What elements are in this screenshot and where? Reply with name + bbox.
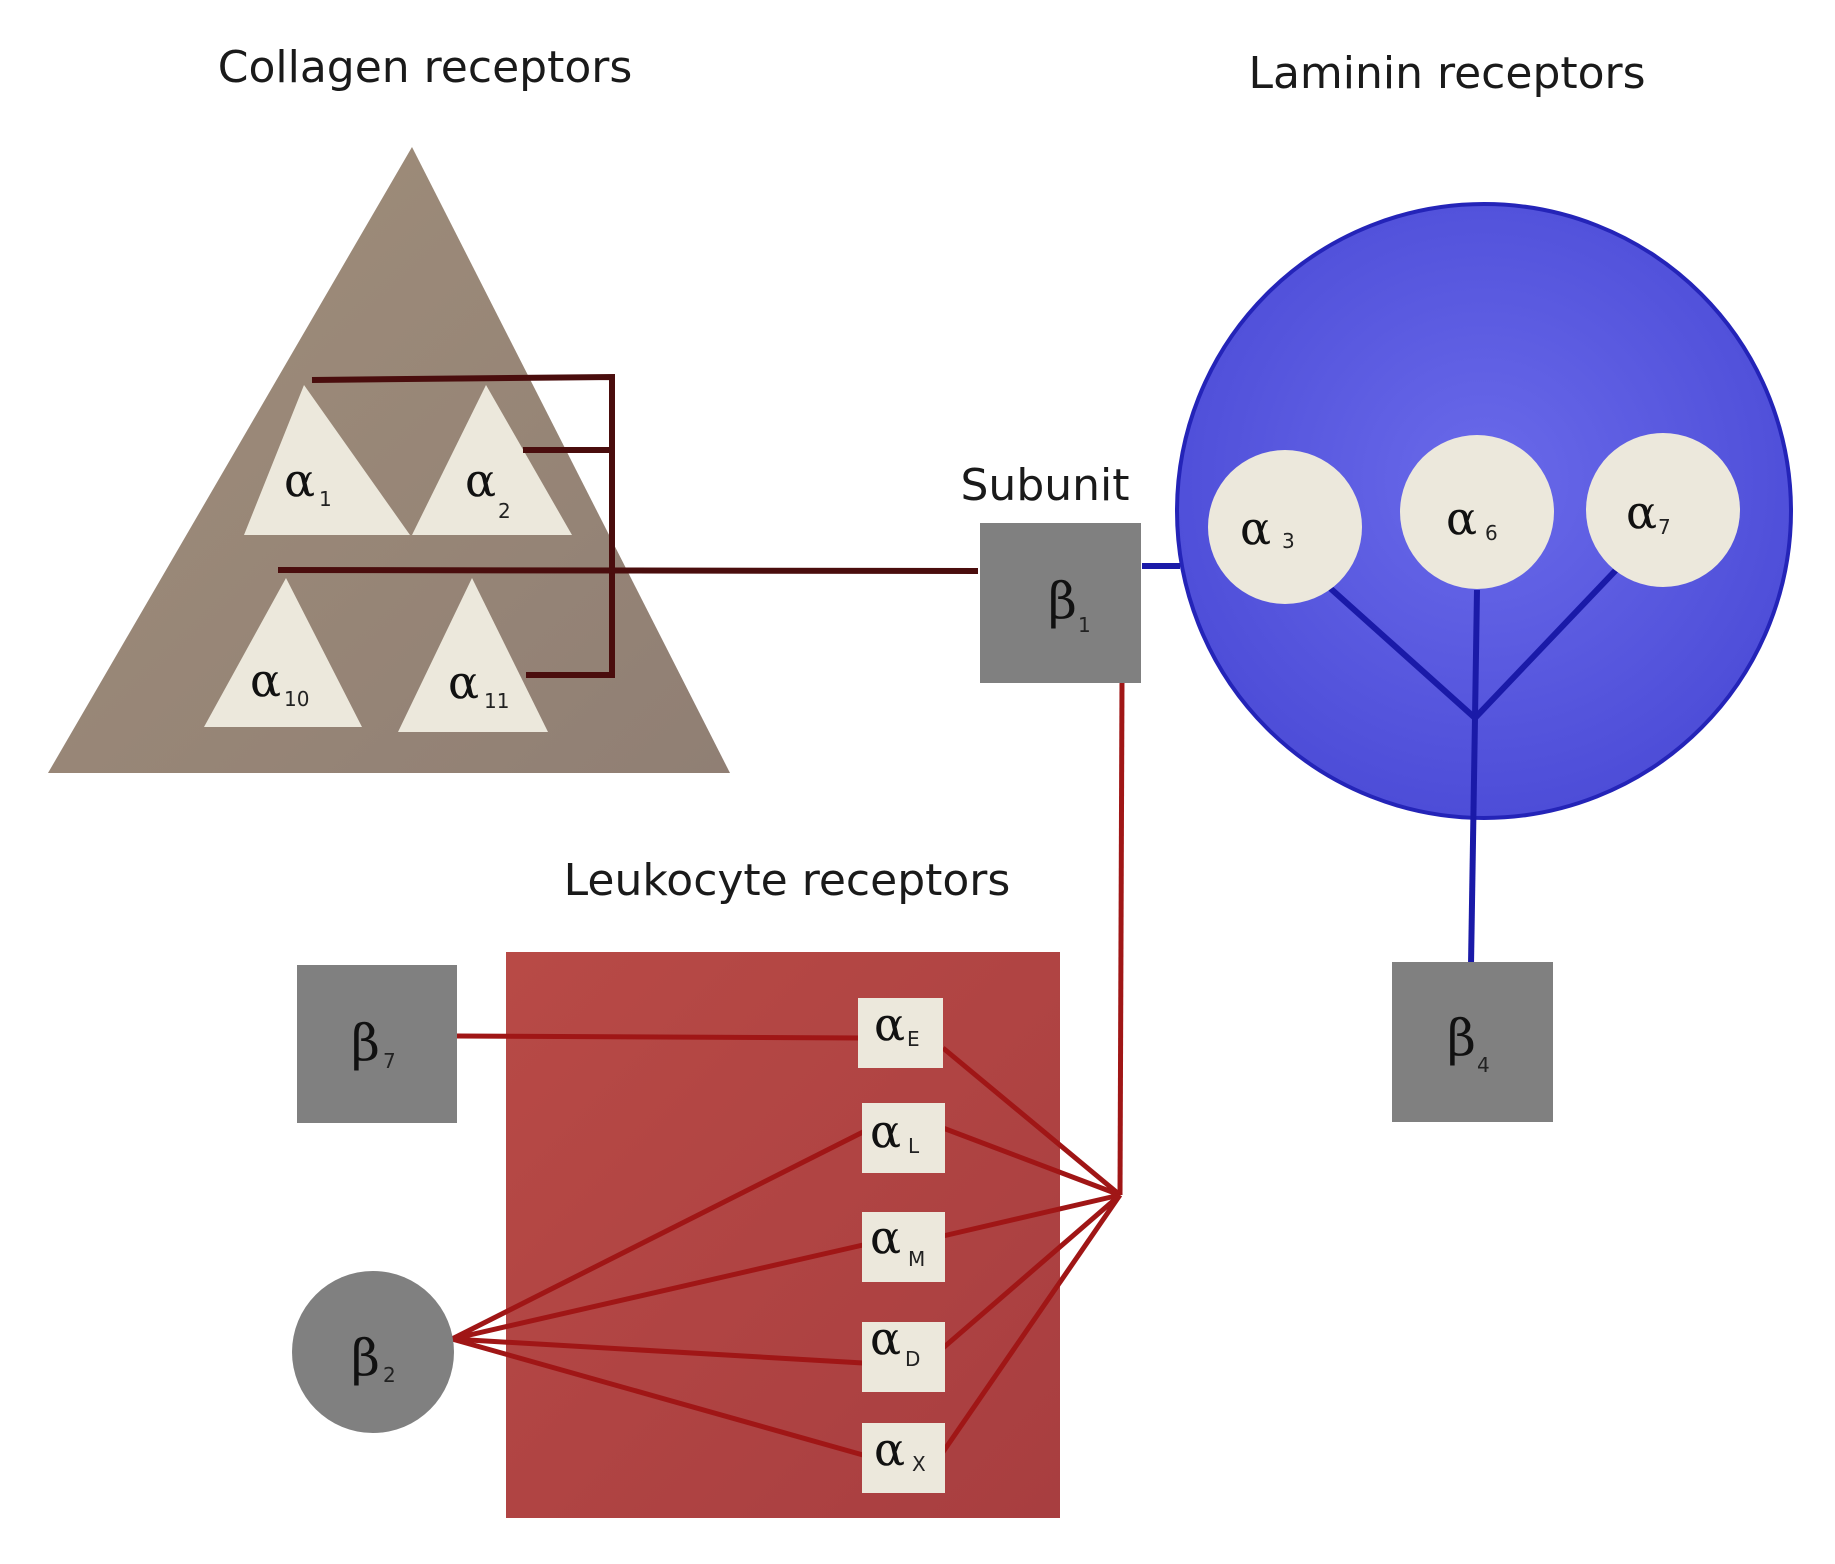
alpha-6-label: α 6 <box>1446 491 1498 545</box>
beta-1-subscript: 1 <box>1078 613 1091 637</box>
alpha-1-subscript: 1 <box>319 487 332 511</box>
hub-to-alphaE-line <box>941 1046 1122 1197</box>
alpha-E-box <box>858 998 943 1068</box>
beta2-to-alphaM-line <box>451 1242 864 1342</box>
laminin-connector-lines <box>1142 563 1619 966</box>
laminin-alpha3-line <box>1327 585 1478 721</box>
collagen-connector-lines <box>277 373 979 678</box>
subunit-heading: Subunit <box>961 460 1130 511</box>
hub-to-alphaM-line <box>942 1192 1121 1239</box>
alpha-6-circle <box>1400 435 1554 589</box>
beta-1-box <box>980 523 1141 683</box>
beta1-to-hub-line <box>1117 679 1125 1196</box>
leukocyte-receptors-group: α E α L α M α D α X <box>450 679 1125 1518</box>
alpha-X-label: α X <box>874 1422 926 1476</box>
beta-7-subscript: 7 <box>383 1049 396 1073</box>
laminin-receptors-group: α 3 α 6 α 7 <box>1142 202 1793 966</box>
laminin-heading: Laminin receptors <box>1248 48 1645 99</box>
hub-to-alphaD-line <box>941 1193 1122 1350</box>
alpha-6-subscript: 6 <box>1485 521 1498 545</box>
alpha-L-subscript: L <box>908 1134 920 1158</box>
alpha-10-label: α 10 <box>250 653 309 711</box>
alpha-E-symbol: α <box>874 997 905 1051</box>
alpha-2-label: α 2 <box>465 453 511 523</box>
collagen-heading: Collagen receptors <box>218 42 633 93</box>
alpha-L-box <box>862 1103 945 1173</box>
leukocyte-heading: Leukocyte receptors <box>564 855 1011 906</box>
beta-4-node: β 4 <box>1392 962 1553 1122</box>
alpha-X-box <box>862 1423 945 1493</box>
alpha-7-symbol: α <box>1626 485 1657 539</box>
alpha-10-triangle <box>204 578 362 727</box>
alpha-L-symbol: α <box>870 1104 901 1158</box>
alpha-M-box <box>862 1212 945 1282</box>
alpha-11-symbol: α <box>448 655 479 709</box>
alpha-7-subscript: 7 <box>1658 515 1671 539</box>
laminin-to-beta4-line <box>1468 717 1478 966</box>
alpha-D-label: α D <box>870 1311 920 1371</box>
alpha-D-box <box>862 1322 945 1392</box>
beta7-to-alphaE-line <box>456 1033 864 1041</box>
alpha-E-subscript: E <box>907 1027 920 1051</box>
alpha-E-label: α E <box>874 997 920 1051</box>
alpha-7-label: α 7 <box>1626 485 1671 539</box>
beta-1-symbol: β <box>1048 572 1077 630</box>
alpha-X-symbol: α <box>874 1422 905 1476</box>
collagen-triangle <box>48 147 730 773</box>
alpha-11-subscript: 11 <box>484 689 509 713</box>
beta-2-subscript: 2 <box>383 1363 396 1387</box>
beta-4-symbol: β <box>1447 1009 1476 1067</box>
alpha-11-triangle <box>398 578 548 732</box>
leukocyte-connector-lines <box>450 679 1125 1458</box>
alpha-10-symbol: α <box>250 653 281 707</box>
alpha-1-label: α 1 <box>284 453 332 511</box>
alpha-10-subscript: 10 <box>284 687 309 711</box>
beta-7-node: β 7 <box>297 965 457 1123</box>
beta-1-node: β 1 <box>980 523 1141 683</box>
beta-2-symbol: β <box>351 1329 380 1387</box>
collagen-bracket-line <box>311 373 615 678</box>
alpha-X-subscript: X <box>912 1452 926 1476</box>
beta-4-box <box>1392 962 1553 1122</box>
alpha-1-triangle <box>244 385 410 535</box>
alpha-3-symbol: α <box>1240 501 1271 555</box>
beta2-to-alphaL-line <box>450 1129 865 1342</box>
hub-to-alphaX-line <box>940 1193 1123 1454</box>
collagen-to-beta1-line <box>277 567 979 574</box>
beta-2-circle <box>292 1271 454 1433</box>
laminin-alpha7-line <box>1472 567 1619 721</box>
collagen-receptors-group: α 1 α 2 α 10 α 11 <box>48 147 979 773</box>
laminin-alpha6-line <box>1472 589 1480 719</box>
alpha-1-symbol: α <box>284 453 315 507</box>
alpha-2-symbol: α <box>465 453 496 507</box>
alpha-3-subscript: 3 <box>1282 529 1295 553</box>
alpha-L-label: α L <box>870 1104 920 1158</box>
hub-to-alphaL-line <box>942 1125 1121 1198</box>
alpha-2-triangle <box>412 385 572 535</box>
beta2-to-alphaD-line <box>451 1336 864 1366</box>
alpha-2-subscript: 2 <box>498 499 511 523</box>
beta-7-box <box>297 965 457 1123</box>
alpha-3-circle <box>1208 450 1362 604</box>
alpha-D-symbol: α <box>870 1311 901 1365</box>
beta2-to-alphaX-line <box>451 1336 864 1458</box>
leukocyte-square <box>506 952 1060 1518</box>
alpha-M-symbol: α <box>870 1210 901 1264</box>
alpha-D-subscript: D <box>905 1347 920 1371</box>
alpha-M-subscript: M <box>908 1247 925 1271</box>
beta-2-node: β 2 <box>292 1271 454 1433</box>
alpha-11-label: α 11 <box>448 655 509 713</box>
alpha-7-circle <box>1586 433 1740 587</box>
beta-4-subscript: 4 <box>1477 1053 1490 1077</box>
alpha-M-label: α M <box>870 1210 925 1271</box>
alpha-3-label: α 3 <box>1240 501 1295 555</box>
alpha-6-symbol: α <box>1446 491 1477 545</box>
beta-7-symbol: β <box>351 1014 380 1072</box>
